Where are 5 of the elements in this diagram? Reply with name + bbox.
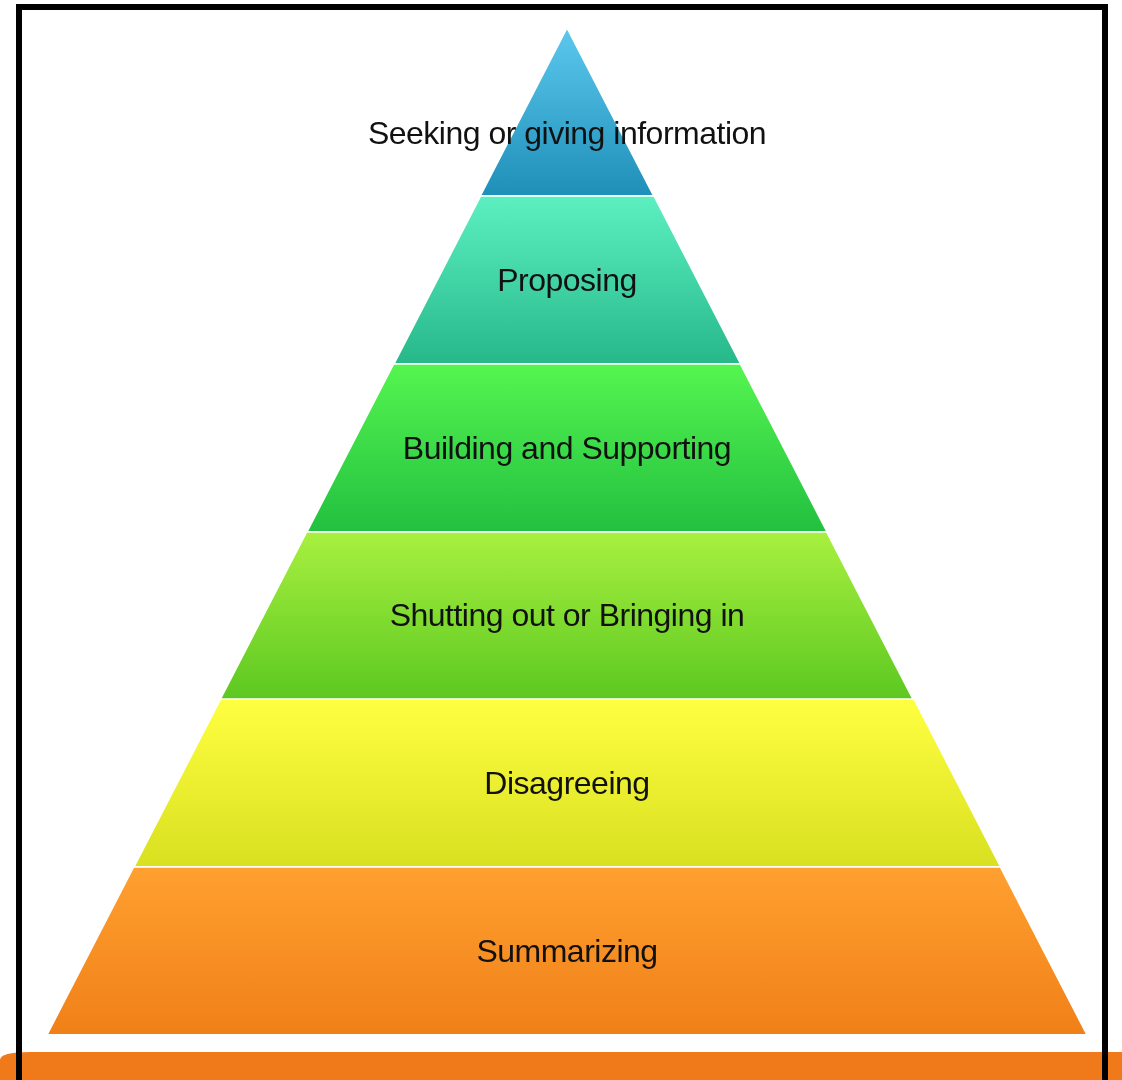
tier-label: Summarizing <box>476 932 658 972</box>
tier-label: Building and Supporting <box>402 428 732 468</box>
tier-label: Disagreeing <box>484 764 650 804</box>
tier-label: Shutting out or Bringing in <box>389 596 745 636</box>
tier-label: Proposing <box>497 260 637 300</box>
